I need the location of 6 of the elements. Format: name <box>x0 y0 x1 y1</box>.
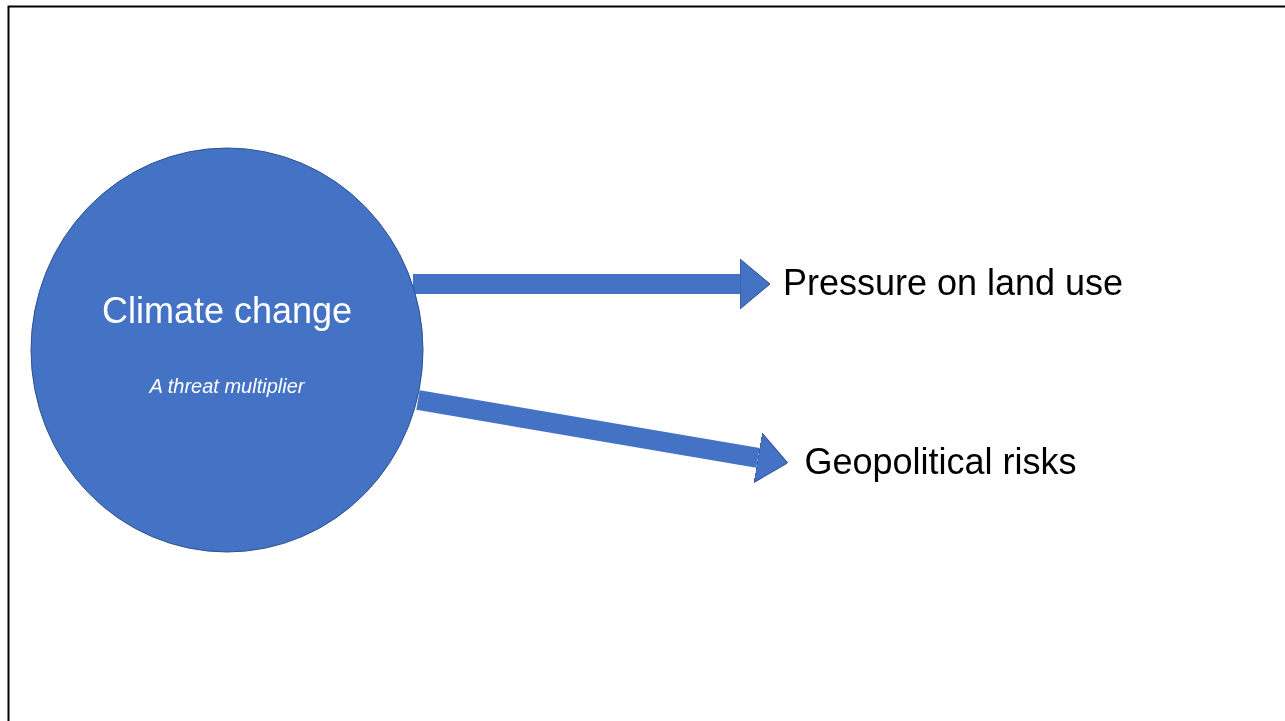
node-label: Pressure on land use <box>781 262 1125 304</box>
node-title: Climate change <box>100 290 354 332</box>
node-label: Geopolitical risks <box>803 441 1078 483</box>
block-arrow <box>413 258 771 310</box>
block-arrow <box>416 390 789 484</box>
node-subtitle: A threat multiplier <box>147 375 306 398</box>
